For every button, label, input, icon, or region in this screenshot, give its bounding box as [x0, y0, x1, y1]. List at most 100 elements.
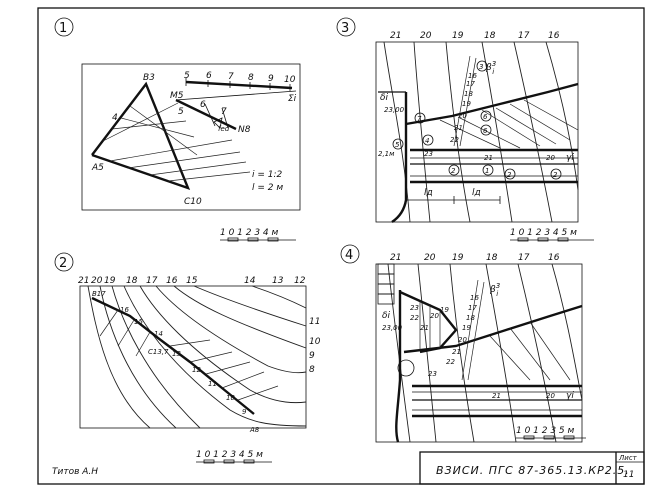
panel-1: 1 A5 B3 C10 M5 N8 4 — [54, 17, 301, 242]
point-b-label: B3 — [143, 73, 155, 83]
svg-text:6: 6 — [483, 113, 488, 121]
p2-top-15: 15 — [186, 276, 198, 286]
panel-1-bar-scale: 1 0 1 2 3 4 м — [220, 228, 279, 238]
p4-stacked-boxes — [377, 263, 395, 305]
p3-gamma: γi — [566, 153, 574, 163]
triangle-abc — [91, 81, 191, 190]
panel-3-bar-scale: 1 0 1 2 3 4 5 м — [510, 228, 577, 238]
scale-mark-8: 8 — [248, 73, 254, 83]
panel-3-number-circle — [336, 17, 356, 37]
p4-elevation: 23,00 — [382, 324, 403, 332]
p3-circled-marks: 7 3 4 5 6 6 2 1 2 2 — [392, 60, 562, 180]
panel-3-frame — [375, 41, 579, 223]
p4-mark-21b: 21 — [492, 392, 501, 400]
p4-mark-20b: 20 — [546, 392, 555, 400]
panel-2-number: 2 — [59, 256, 67, 271]
panel-4: 4 — [340, 244, 586, 443]
panel-3: 3 — [336, 17, 594, 242]
p4-left-23: 23 — [410, 304, 419, 312]
p4-left-19: 19 — [440, 306, 449, 314]
p3-top-21: 21 — [390, 31, 401, 41]
p2-mark-13: 13 — [172, 350, 181, 358]
p2-mark-16: 16 — [120, 306, 129, 314]
p4-gamma: γi — [566, 391, 574, 401]
p2-top-13: 13 — [272, 276, 284, 286]
point-c-label: C10 — [184, 197, 202, 207]
p4-top-16: 16 — [548, 253, 560, 263]
panel-1-number-circle — [54, 17, 74, 37]
p3-dim-1: lд — [424, 188, 433, 198]
param-slope: i = 1:2 — [252, 170, 283, 180]
panel-2: 2 21 20 19 18 17 16 — [54, 252, 321, 464]
p2-top-19: 19 — [104, 276, 116, 286]
p3-mark-17: 17 — [466, 80, 475, 88]
drawing-designation: ВЗИСИ. ПГС 87-365.13.КР2.5. — [436, 464, 630, 477]
panel-2-frame — [79, 285, 307, 429]
p2-right-9: 9 — [309, 351, 315, 361]
p3-top-17: 17 — [518, 31, 530, 41]
point-a-label: A5 — [91, 163, 104, 173]
p4-top-21: 21 — [390, 253, 401, 263]
p2-point-b: B17 — [92, 290, 106, 298]
p3-elevation: 23,00 — [384, 106, 405, 114]
p2-top-16: 16 — [166, 276, 178, 286]
p3-mark-21: 21 — [454, 124, 463, 132]
panel-4-number-circle — [340, 244, 360, 264]
p3-mark-18: 18 — [464, 90, 473, 98]
svg-text:4: 4 — [425, 137, 429, 145]
p2-top-14: 14 — [244, 276, 256, 286]
p4-top-20: 20 — [424, 253, 436, 263]
edge-mark-2: 6 — [200, 100, 206, 110]
sheet-frame — [37, 7, 645, 485]
point-n-label: N8 — [238, 125, 251, 135]
p4-slope-line — [403, 304, 583, 354]
p3-mark-16: 16 — [468, 72, 477, 80]
p4-top-17: 17 — [518, 253, 530, 263]
panel-3-number: 3 — [341, 21, 349, 36]
p2-mark-10: 10 — [226, 394, 235, 402]
p2-top-17: 17 — [146, 276, 158, 286]
p3-top-19: 19 — [452, 31, 464, 41]
sheet-number: 11 — [623, 470, 634, 480]
edge-mark-3: 7 — [221, 107, 227, 117]
p2-top-18: 18 — [126, 276, 138, 286]
p4-top-19: 19 — [452, 253, 464, 263]
svg-text:2: 2 — [553, 171, 558, 179]
p4-mark-23: 23 — [428, 370, 437, 378]
svg-text:2: 2 — [507, 171, 512, 179]
sheet-label: Лист — [618, 454, 638, 462]
line-m-scale — [175, 90, 297, 101]
svg-text:1: 1 — [485, 167, 489, 175]
p3-mark-23: 23 — [424, 150, 433, 158]
scale-mark-7: 7 — [228, 72, 234, 82]
p2-right-10: 10 — [309, 337, 321, 347]
p4-left-20: 20 — [430, 312, 439, 320]
p3-top-16: 16 — [548, 31, 560, 41]
p4-left-boundary — [395, 290, 402, 443]
p4-outline — [399, 290, 458, 354]
p4-mark-19: 19 — [462, 324, 471, 332]
p4-mark-16: 16 — [470, 294, 479, 302]
p2-point-c: C13,7 — [148, 348, 169, 356]
p4-mark-20: 20 — [458, 336, 467, 344]
svg-text:5: 5 — [395, 141, 400, 149]
panel-2-bar-scale: 1 0 1 2 3 4 5 м — [196, 450, 263, 460]
p2-right-8: 8 — [309, 365, 315, 375]
edge-mark-4: 5 — [178, 107, 184, 117]
p4-circle-marker — [397, 359, 415, 377]
panel-2-number-circle — [54, 252, 74, 272]
panel-1-hatch — [102, 102, 251, 182]
angle-label: fed — [218, 125, 230, 133]
p4-mark-18: 18 — [466, 314, 475, 322]
p4-delta: δi — [382, 311, 391, 321]
p3-delta: δi — [380, 93, 389, 103]
param-length: l = 2 м — [252, 183, 283, 193]
svg-text:3: 3 — [479, 63, 483, 71]
line-mn — [175, 98, 237, 131]
panel-1-frame — [81, 63, 301, 211]
scale-mark-5: 5 — [184, 71, 190, 81]
